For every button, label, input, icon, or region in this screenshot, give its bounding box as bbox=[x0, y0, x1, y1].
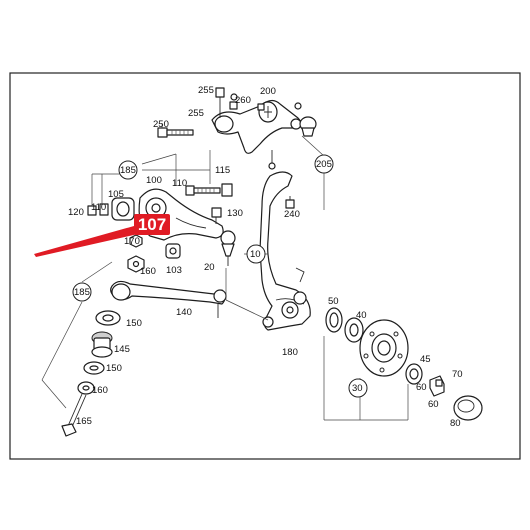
label-200: 200 bbox=[260, 86, 276, 97]
label-255-top: 255 bbox=[198, 85, 214, 96]
label-40: 40 bbox=[356, 310, 367, 321]
upper-ball-joint bbox=[294, 102, 317, 137]
label-160-top: 160 bbox=[140, 266, 156, 277]
bushing-stack bbox=[77, 310, 121, 395]
label-140: 140 bbox=[176, 307, 192, 318]
bolt-130 bbox=[211, 207, 222, 224]
label-110-left: 110 bbox=[91, 202, 106, 213]
label-180: 180 bbox=[282, 347, 298, 358]
label-120: 120 bbox=[68, 207, 84, 218]
upper-bolts bbox=[215, 87, 265, 118]
label-50: 50 bbox=[328, 296, 339, 307]
highlight-arrow bbox=[34, 226, 138, 257]
diagram-frame bbox=[9, 72, 521, 460]
label-185-top: 185 bbox=[120, 165, 136, 176]
steering-knuckle bbox=[259, 171, 311, 331]
label-160-lower: 160 bbox=[92, 385, 108, 396]
label-185-lower: 185 bbox=[74, 287, 90, 298]
circled-labels bbox=[72, 154, 368, 398]
bolt-250 bbox=[157, 127, 194, 138]
label-205: 205 bbox=[316, 159, 332, 170]
nut-60 bbox=[429, 375, 445, 397]
bushing-103 bbox=[165, 243, 181, 259]
label-255-mid: 255 bbox=[188, 108, 204, 119]
label-145: 145 bbox=[114, 344, 130, 355]
label-170: 170 bbox=[124, 236, 140, 247]
label-165: 165 bbox=[76, 416, 92, 427]
lower-control-arm bbox=[110, 280, 227, 318]
upper-control-arm bbox=[211, 99, 302, 154]
label-150-top: 150 bbox=[126, 318, 142, 329]
label-150-lower: 150 bbox=[106, 363, 122, 374]
washer-110 bbox=[99, 203, 109, 216]
highlight-callout-107[interactable]: 107 bbox=[34, 214, 170, 257]
label-260: 260 bbox=[235, 95, 251, 106]
label-250: 250 bbox=[153, 119, 169, 130]
bearing-40 bbox=[344, 317, 364, 343]
bearing-45 bbox=[405, 363, 423, 385]
label-110-right: 110 bbox=[172, 178, 187, 189]
label-45: 45 bbox=[420, 354, 431, 365]
label-80: 80 bbox=[450, 418, 461, 429]
highlight-label: 107 bbox=[138, 215, 166, 234]
part-labels: 255 260 200 255 250 185 115 205 100 110 … bbox=[68, 85, 463, 429]
label-20: 20 bbox=[204, 262, 215, 273]
label-100: 100 bbox=[146, 175, 162, 186]
ball-joint-20 bbox=[220, 230, 236, 266]
label-60-right: 60 bbox=[428, 399, 439, 410]
label-70: 70 bbox=[452, 369, 463, 380]
nut-160 bbox=[127, 255, 145, 273]
label-30: 30 bbox=[352, 383, 363, 394]
label-103: 103 bbox=[166, 265, 182, 276]
seal-50 bbox=[325, 307, 343, 333]
label-105: 105 bbox=[108, 189, 124, 200]
cap-80 bbox=[453, 395, 483, 421]
bushing-105 bbox=[111, 197, 135, 221]
highlight-badge bbox=[134, 214, 170, 235]
bolt-240 bbox=[285, 196, 295, 209]
bolt-115 bbox=[185, 183, 233, 197]
hub-30 bbox=[359, 319, 409, 377]
label-60-left: 60 bbox=[416, 382, 427, 393]
label-240: 240 bbox=[284, 209, 300, 220]
label-115: 115 bbox=[215, 165, 230, 176]
label-130: 130 bbox=[227, 208, 243, 219]
label-10: 10 bbox=[250, 249, 261, 260]
bolt-165 bbox=[61, 393, 87, 437]
